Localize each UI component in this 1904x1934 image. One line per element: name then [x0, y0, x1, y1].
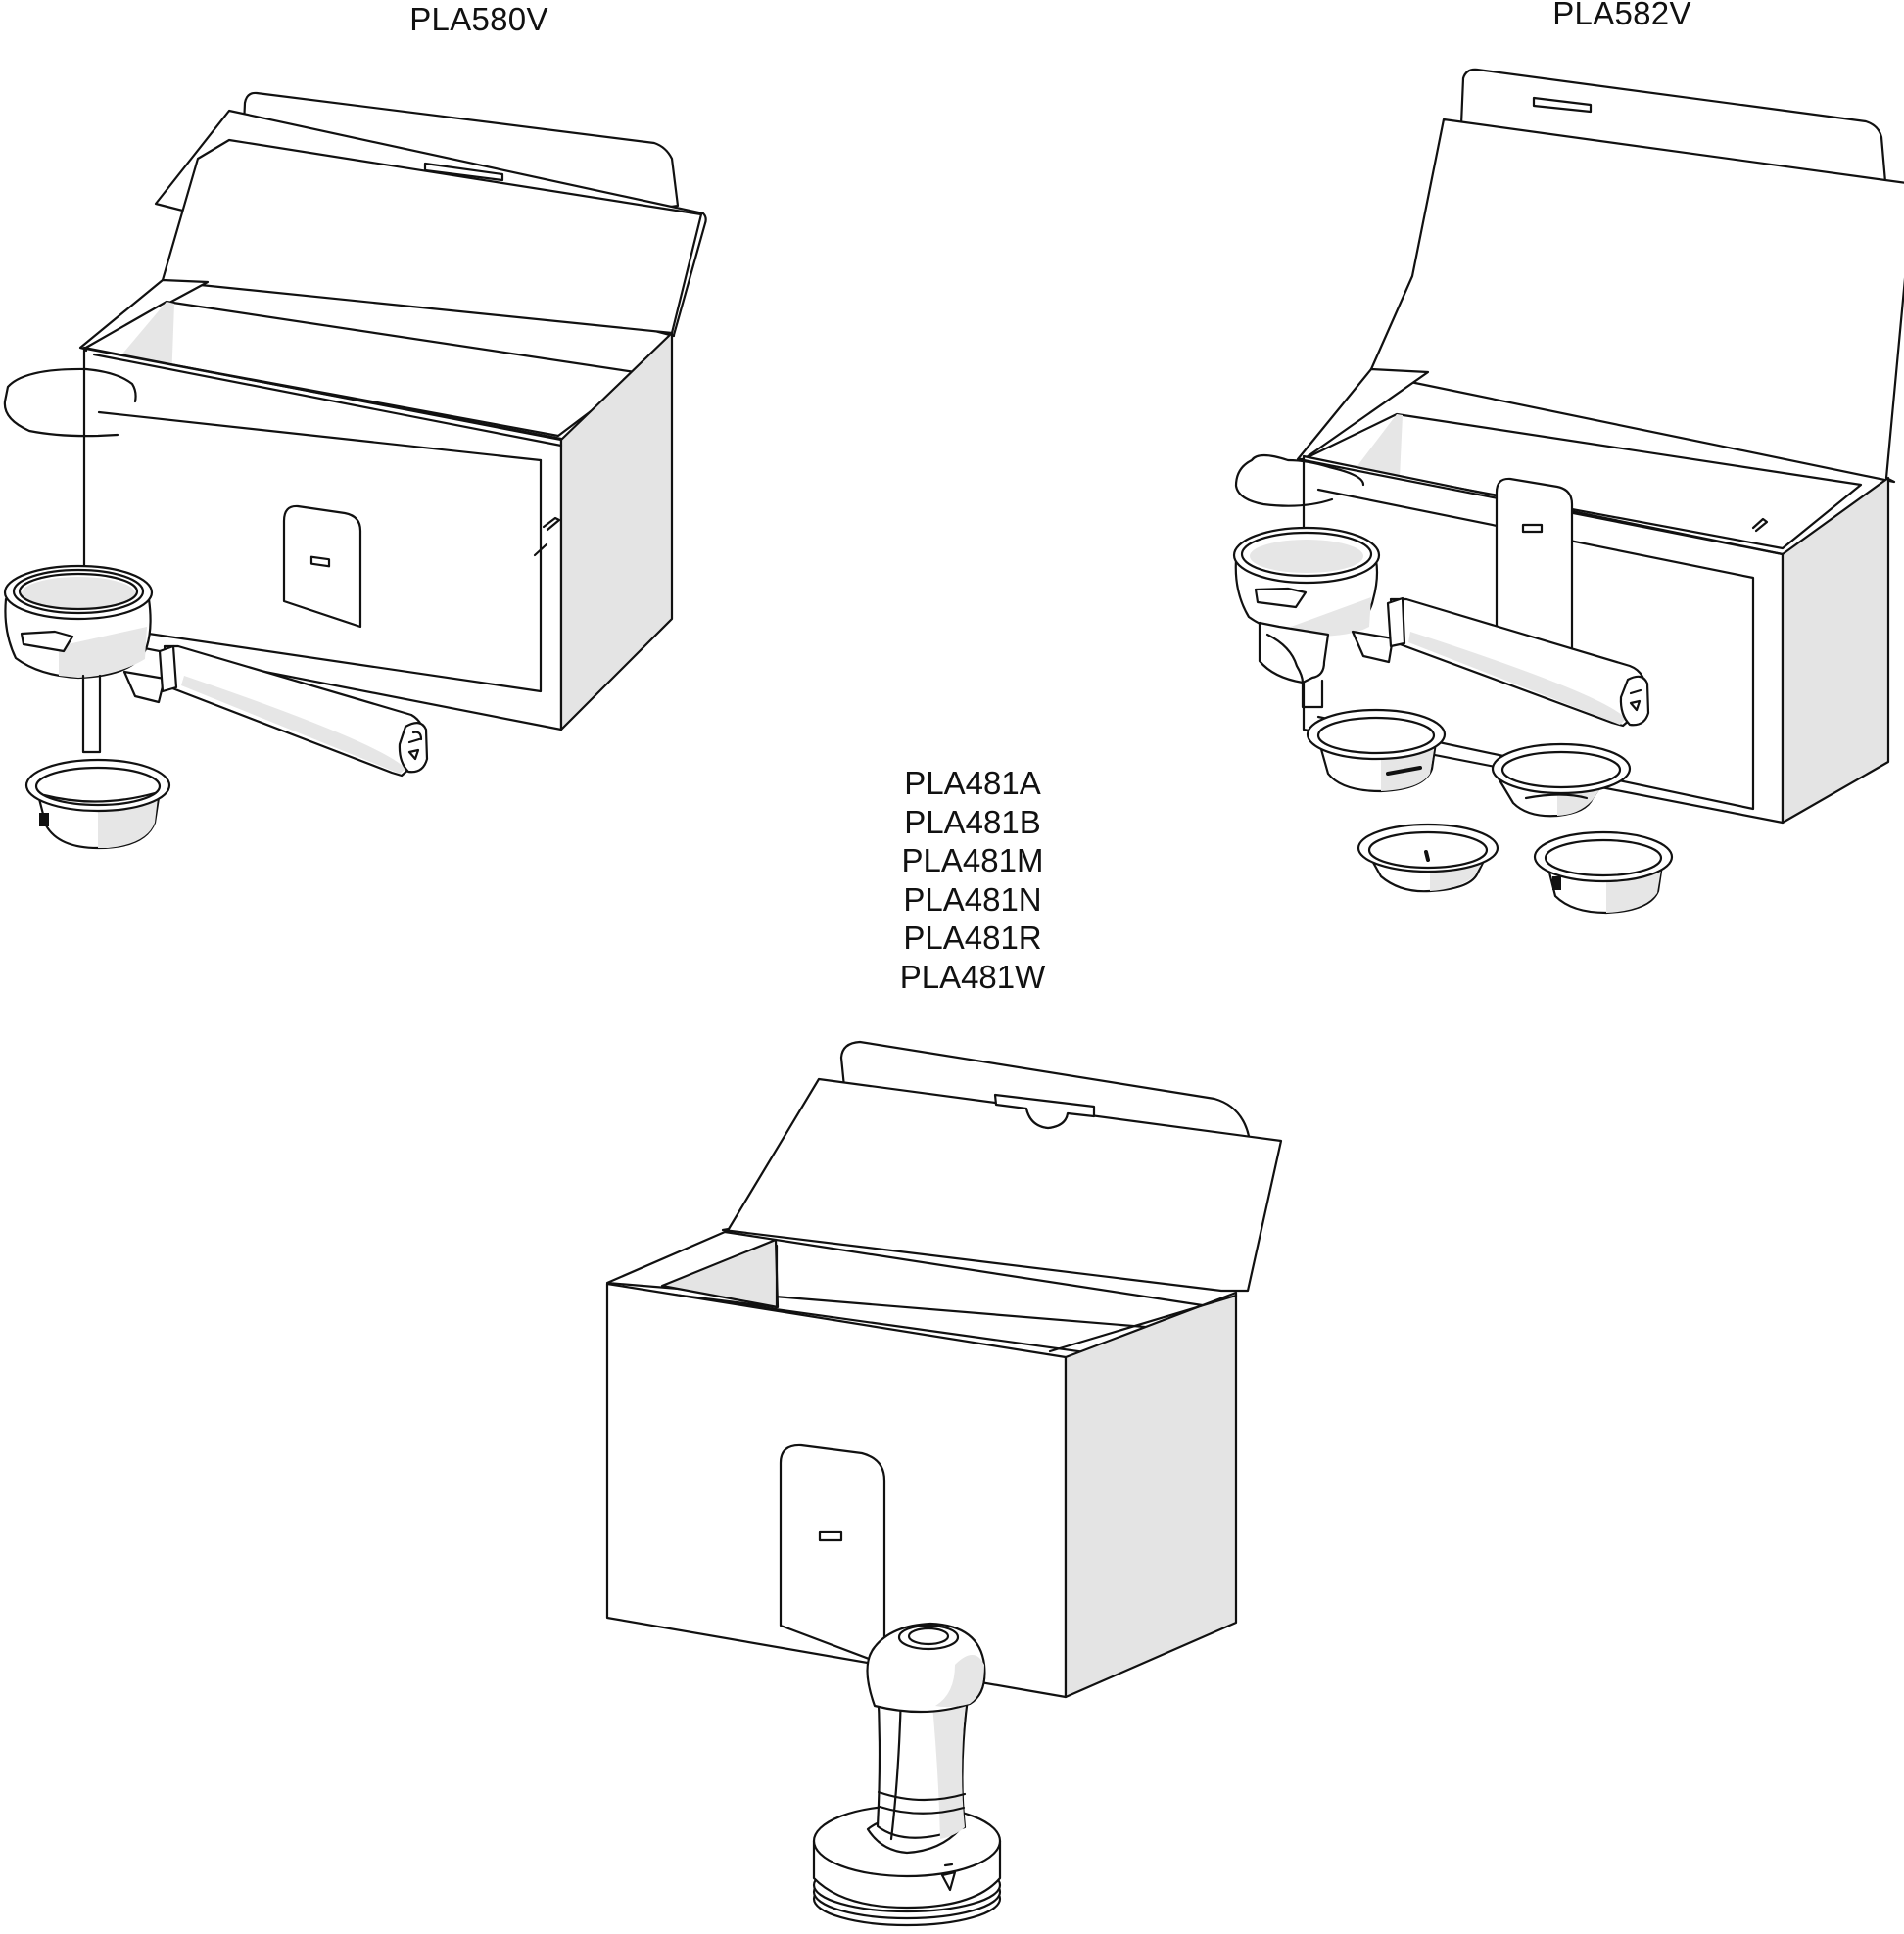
product-code: PLA481M — [901, 842, 1044, 878]
filter-basket-set-pla582v — [1306, 708, 1674, 915]
portafilter-double-spout-pla582v — [1232, 526, 1650, 728]
product-label-pla582v: PLA582V — [1552, 0, 1691, 31]
box-front-lid — [1369, 118, 1904, 484]
filter-basket — [1357, 823, 1499, 893]
box-pla481 — [605, 1040, 1283, 1699]
product-label-pla580v: PLA580V — [409, 1, 548, 37]
box-front-lid — [721, 1077, 1283, 1293]
filter-basket — [1533, 830, 1674, 915]
filter-basket — [1306, 708, 1447, 793]
product-code: PLA481R — [903, 920, 1042, 956]
handle-logo-cap — [1619, 675, 1650, 727]
filter-basket-pla580v — [24, 758, 171, 850]
box-divider-card — [282, 504, 362, 629]
box-divider-card — [779, 1443, 886, 1667]
logo-icon — [407, 731, 423, 761]
product-code: PLA481A — [904, 765, 1041, 801]
spring-clip-icon — [1234, 453, 1365, 507]
product-code: PLA481B — [904, 803, 1041, 840]
product-code: PLA481N — [903, 880, 1042, 918]
logo-icon — [940, 1863, 957, 1892]
box-pla580v — [78, 91, 707, 731]
portafilter-pla580v — [3, 564, 429, 778]
tamper-pla481 — [812, 1622, 1002, 1927]
filter-basket — [1491, 742, 1632, 818]
product-code: PLA481W — [899, 958, 1046, 995]
spring-clip-icon — [3, 367, 137, 438]
logo-icon — [1629, 688, 1642, 712]
handle-logo-cap — [398, 722, 429, 774]
product-code-list-pla481: PLA481A PLA481B PLA481M PLA481N PLA481R … — [900, 764, 1046, 996]
